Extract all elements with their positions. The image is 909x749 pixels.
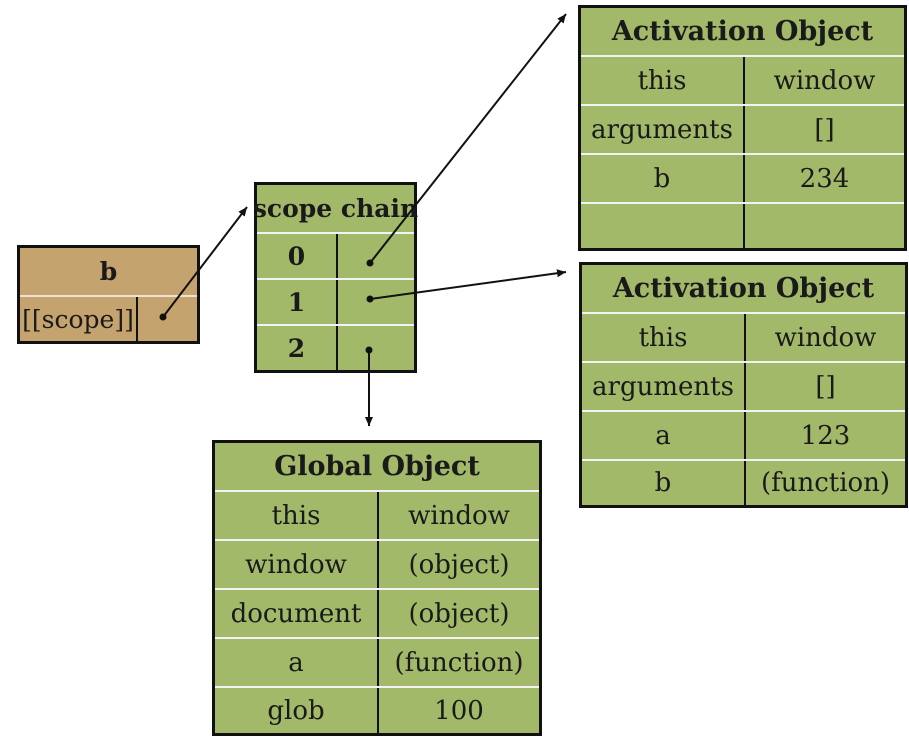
global-object-title: Global Object (274, 451, 480, 482)
scope-chain-table: scope chain 0 1 2 (252, 182, 419, 373)
row-value: 234 (799, 163, 850, 194)
row-key: window (215, 541, 379, 588)
activation-object-a: Activation Object this window arguments … (579, 262, 908, 508)
activation-object-b: Activation Object this window arguments … (578, 5, 907, 251)
row-key (581, 204, 745, 248)
function-b-title: b (99, 257, 118, 286)
row-key: glob (215, 688, 379, 733)
table-row: b 234 (581, 153, 904, 202)
row-key: document (215, 590, 379, 637)
table-row: this window (582, 312, 905, 361)
chain-1-arrow (366, 269, 567, 303)
activation-object-b-title: Activation Object (611, 16, 874, 47)
table-row: document (object) (215, 588, 539, 637)
row-key: this (215, 492, 379, 539)
table-row: a 123 (582, 410, 905, 459)
scope-chain-title: scope chain (252, 194, 419, 223)
row-key: arguments (582, 363, 746, 410)
function-b-object: b [[scope]] (17, 245, 200, 344)
row-key: a (582, 412, 746, 459)
row-value: window (774, 322, 877, 353)
row-value: [] (814, 114, 835, 145)
table-row: arguments [] (582, 361, 905, 410)
row-key: this (581, 57, 745, 104)
row-value: 100 (434, 695, 484, 726)
scope-to-chain-arrow (159, 206, 248, 321)
row-key: arguments (581, 106, 745, 153)
row-value: [] (815, 371, 836, 402)
row-value: (object) (408, 598, 510, 629)
table-row: arguments [] (581, 104, 904, 153)
chain-2-arrow (365, 346, 373, 426)
row-key: b (582, 461, 746, 505)
scope-chain-row: 0 (257, 232, 414, 278)
table-row: b (function) (582, 459, 905, 505)
row-key: this (582, 314, 746, 361)
scope-chain-index: 1 (257, 280, 338, 324)
global-object: Global Object this window window (object… (212, 440, 542, 736)
scope-chain-index: 0 (257, 234, 338, 278)
row-key: a (215, 639, 379, 686)
row-value: (function) (760, 468, 891, 498)
table-row: a (function) (215, 637, 539, 686)
scope-chain-row: 2 (257, 324, 414, 370)
scope-chain-row: 1 (257, 278, 414, 324)
table-row (581, 202, 904, 248)
row-value: window (773, 65, 876, 96)
row-value: window (408, 500, 510, 531)
table-row: this window (215, 490, 539, 539)
chain-0-arrow (366, 13, 567, 267)
row-key: b (581, 155, 745, 202)
table-row: glob 100 (215, 686, 539, 733)
row-value: 123 (800, 420, 851, 451)
row-value: (function) (394, 647, 524, 678)
scope-label: [[scope]] (20, 297, 138, 341)
table-row: window (object) (215, 539, 539, 588)
table-row: this window (581, 55, 904, 104)
scope-chain-index: 2 (257, 326, 338, 370)
row-value: (object) (408, 549, 510, 580)
activation-object-a-title: Activation Object (612, 273, 875, 304)
